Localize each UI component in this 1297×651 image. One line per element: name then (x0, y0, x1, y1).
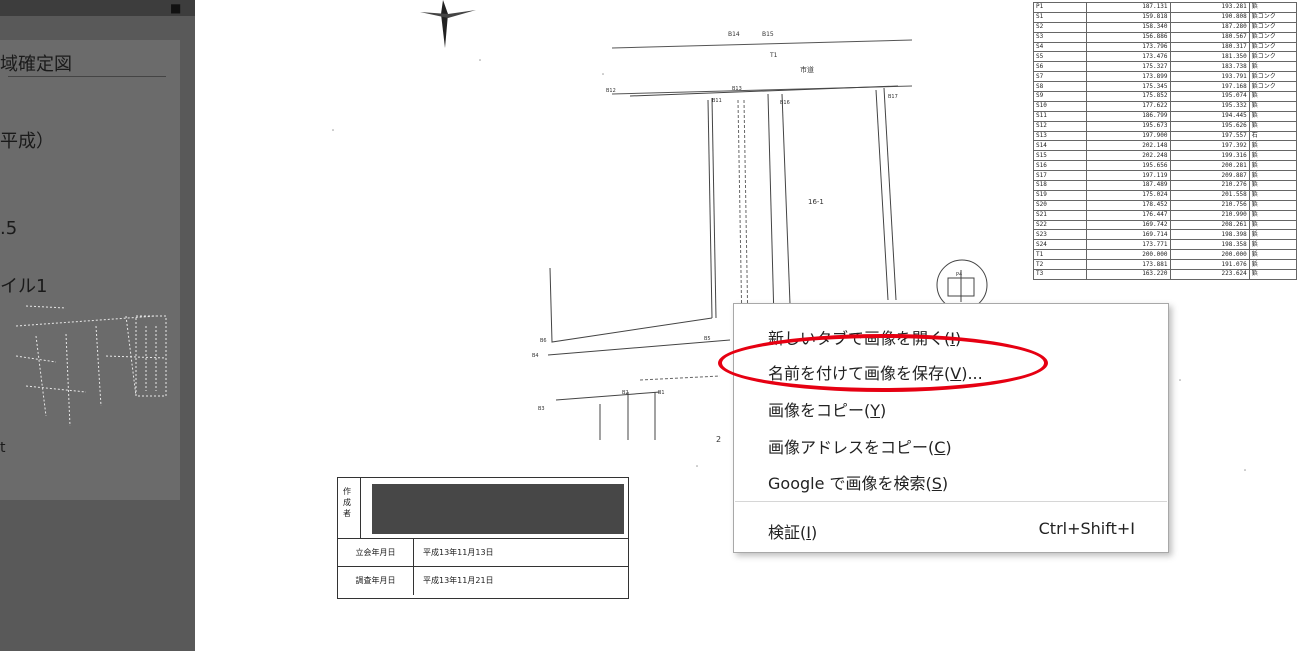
panel-header (0, 0, 195, 16)
point-label-b15: B15 (762, 31, 774, 38)
panel-body (0, 40, 180, 500)
svg-text:B11: B11 (712, 98, 722, 104)
redacted-author (372, 484, 624, 534)
info-row-survey-date: 調査年月日 平成13年11月21日 (338, 566, 628, 595)
menu-item-copy-image[interactable]: 画像をコピー(Y) (768, 401, 887, 420)
svg-text:P4: P4 (956, 272, 962, 278)
inspect-shortcut: Ctrl+Shift+I (1038, 519, 1135, 538)
panel-text-era: 平成） (0, 131, 54, 152)
panel-text-extra: t (0, 440, 6, 456)
svg-text:B12: B12 (606, 88, 616, 94)
pin-icon[interactable]: ■ (170, 1, 182, 15)
lot-label: 16-1 (808, 198, 824, 206)
svg-text:B5: B5 (704, 336, 711, 342)
document-title: 域確定図 (0, 54, 72, 75)
info-row-witness-date: 立会年月日 平成13年11月13日 (338, 538, 628, 567)
svg-text:B6: B6 (540, 338, 547, 344)
point-label-b14: B14 (728, 31, 740, 38)
svg-text:B17: B17 (888, 94, 898, 100)
svg-text:B16: B16 (780, 100, 790, 106)
menu-separator (735, 501, 1167, 502)
panel-text-file: イル1 (0, 276, 48, 297)
title-divider (8, 76, 166, 77)
menu-item-inspect[interactable]: 検証(I) Ctrl+Shift+I (768, 519, 1135, 542)
svg-text:B4: B4 (532, 353, 539, 359)
survey-plan-image[interactable]: B14 B15 T1 市道 16-1 2 B12 B13 B11 B16 B17… (195, 0, 1297, 651)
svg-text:B1: B1 (658, 390, 665, 396)
menu-item-copy-image-address[interactable]: 画像アドレスをコピー(C) (768, 438, 952, 457)
thumbnail-preview[interactable] (6, 296, 168, 444)
point-label-t1: T1 (769, 52, 778, 59)
title-block: 作成者 立会年月日 平成13年11月13日 調査年月日 平成13年11月21日 (337, 477, 629, 599)
road-label: 市道 (800, 65, 814, 74)
author-label: 作成者 (343, 487, 351, 518)
lot-number-label: 2 (716, 435, 721, 444)
panel-text-scale: .5 (0, 218, 18, 239)
svg-text:B3: B3 (538, 406, 545, 412)
side-panel: ■ 域確定図 平成） .5 イル1 t (0, 0, 195, 651)
highlight-circle-annotation (718, 334, 1048, 392)
north-arrow-icon (420, 0, 476, 48)
svg-text:B2: B2 (622, 390, 629, 396)
menu-item-search-google-image[interactable]: Google で画像を検索(S) (768, 474, 949, 493)
svg-text:B13: B13 (732, 86, 742, 92)
